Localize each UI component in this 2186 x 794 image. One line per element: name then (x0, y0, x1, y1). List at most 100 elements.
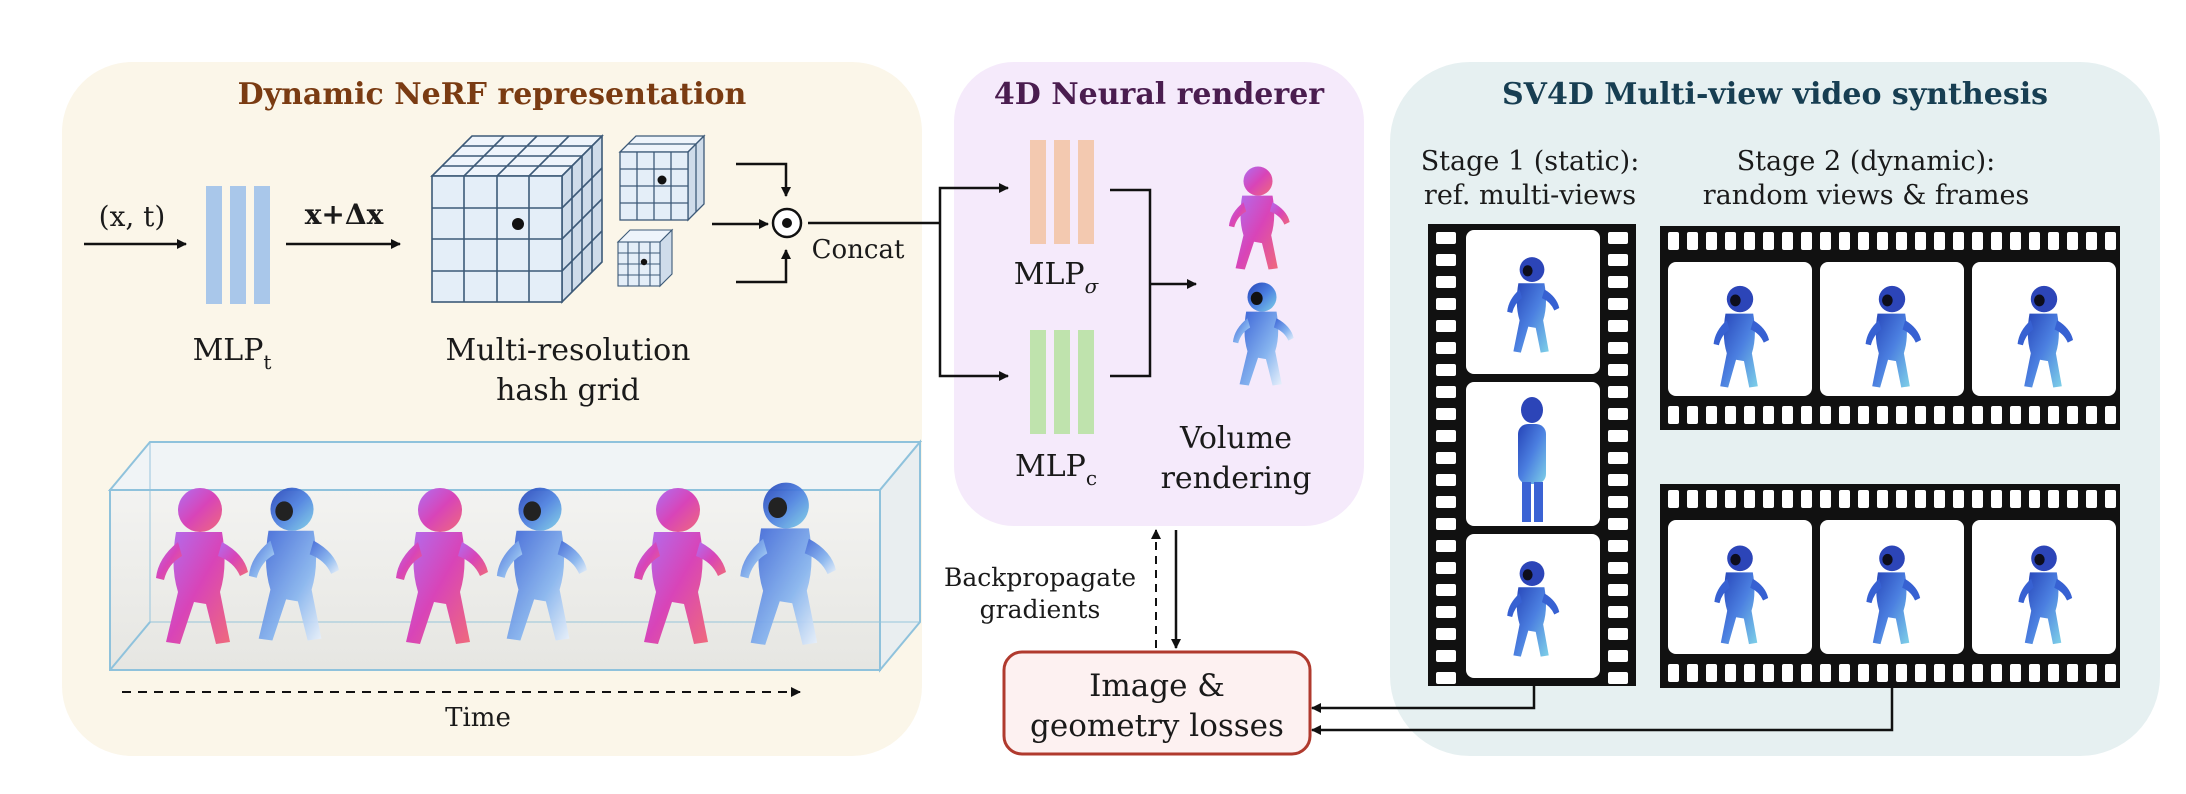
sprocket-hole (1436, 276, 1456, 288)
sprocket-hole (1801, 490, 1812, 508)
sprocket-hole (1763, 664, 1774, 682)
sprocket-hole (1782, 232, 1793, 250)
sprocket-hole (1877, 490, 1888, 508)
sprocket-hole (1608, 298, 1628, 310)
sprocket-hole (1608, 452, 1628, 464)
sprocket-hole (1608, 474, 1628, 486)
sprocket-hole (1896, 406, 1907, 424)
sprocket-hole (2086, 406, 2097, 424)
sprocket-hole (1915, 490, 1926, 508)
sprocket-hole (1858, 490, 1869, 508)
sprocket-hole (2067, 232, 2078, 250)
hash-grid-label-1: Multi-resolution (446, 333, 691, 368)
sprocket-hole (1934, 664, 1945, 682)
sprocket-hole (1436, 584, 1456, 596)
sprocket-hole (1801, 232, 1812, 250)
backprop-label-1: Backpropagate (944, 563, 1136, 592)
sprocket-hole (1608, 540, 1628, 552)
film-strip-top (1660, 226, 2120, 430)
sprocket-hole (2105, 406, 2116, 424)
backprop-label-2: gradients (980, 595, 1101, 624)
sprocket-hole (1934, 406, 1945, 424)
stage2-label-1: Stage 2 (dynamic): (1737, 146, 1996, 177)
loss-label-1: Image & (1089, 668, 1225, 704)
sprocket-hole (1608, 562, 1628, 574)
mlp-sigma-label: MLPσ (1014, 257, 1100, 298)
sprocket-hole (1706, 232, 1717, 250)
sprocket-hole (1608, 672, 1628, 684)
sprocket-hole (1744, 406, 1755, 424)
sprocket-hole (1436, 606, 1456, 618)
sprocket-hole (1820, 490, 1831, 508)
sprocket-hole (1820, 406, 1831, 424)
sprocket-hole (2029, 490, 2040, 508)
sprocket-hole (1436, 298, 1456, 310)
sprocket-hole (1436, 474, 1456, 486)
sprocket-hole (1608, 364, 1628, 376)
stage1-label-1: Stage 1 (static): (1421, 146, 1640, 177)
sprocket-hole (2048, 490, 2059, 508)
sprocket-hole (1608, 386, 1628, 398)
sprocket-hole (1972, 490, 1983, 508)
sprocket-hole (1687, 232, 1698, 250)
sprocket-hole (1877, 406, 1888, 424)
sprocket-hole (1782, 490, 1793, 508)
sprocket-hole (1934, 232, 1945, 250)
sprocket-hole (2086, 490, 2097, 508)
renderer-panel-title: 4D Neural renderer (994, 77, 1325, 112)
sprocket-hole (1782, 664, 1793, 682)
sprocket-hole (1972, 232, 1983, 250)
sprocket-hole (2048, 664, 2059, 682)
sprocket-hole (1725, 232, 1736, 250)
sprocket-hole (2029, 232, 2040, 250)
sprocket-hole (1725, 406, 1736, 424)
sprocket-hole (1436, 364, 1456, 376)
input-label: (x, t) (99, 200, 166, 233)
sprocket-hole (1608, 232, 1628, 244)
sprocket-hole (1972, 406, 1983, 424)
sprocket-hole (1668, 406, 1679, 424)
sprocket-hole (1915, 232, 1926, 250)
sprocket-hole (1839, 664, 1850, 682)
sprocket-hole (1436, 320, 1456, 332)
hash-grid-label-2: hash grid (496, 373, 640, 408)
sprocket-hole (1668, 232, 1679, 250)
sprocket-hole (1608, 606, 1628, 618)
sprocket-hole (2067, 664, 2078, 682)
sv4d-panel-title: SV4D Multi-view video synthesis (1502, 77, 2048, 112)
sprocket-hole (1608, 320, 1628, 332)
sprocket-hole (1839, 490, 1850, 508)
sprocket-hole (1953, 664, 1964, 682)
loss-box (1002, 650, 1312, 756)
sprocket-hole (1839, 232, 1850, 250)
sprocket-hole (2010, 490, 2021, 508)
sprocket-hole (1801, 664, 1812, 682)
sprocket-hole (2067, 406, 2078, 424)
volume-label-1: Volume (1179, 421, 1292, 456)
sprocket-hole (2105, 232, 2116, 250)
sprocket-hole (1436, 386, 1456, 398)
time-label: Time (445, 703, 511, 733)
sprocket-hole (1991, 406, 2002, 424)
sprocket-hole (1991, 232, 2002, 250)
sprocket-hole (1436, 430, 1456, 442)
sprocket-hole (1744, 664, 1755, 682)
sprocket-hole (1608, 342, 1628, 354)
sprocket-hole (1877, 664, 1888, 682)
sprocket-hole (1820, 232, 1831, 250)
sprocket-hole (1896, 232, 1907, 250)
sprocket-hole (2086, 232, 2097, 250)
sprocket-hole (1436, 452, 1456, 464)
sprocket-hole (2086, 664, 2097, 682)
hash-grid-cube-medium (618, 134, 706, 222)
mlp-c-block (1030, 330, 1094, 434)
sprocket-hole (1687, 490, 1698, 508)
sprocket-hole (1763, 406, 1774, 424)
sprocket-hole (1436, 562, 1456, 574)
sprocket-hole (2048, 232, 2059, 250)
sprocket-hole (1820, 664, 1831, 682)
sprocket-hole (1953, 406, 1964, 424)
sprocket-hole (1915, 664, 1926, 682)
sprocket-hole (1608, 430, 1628, 442)
sprocket-hole (1858, 406, 1869, 424)
